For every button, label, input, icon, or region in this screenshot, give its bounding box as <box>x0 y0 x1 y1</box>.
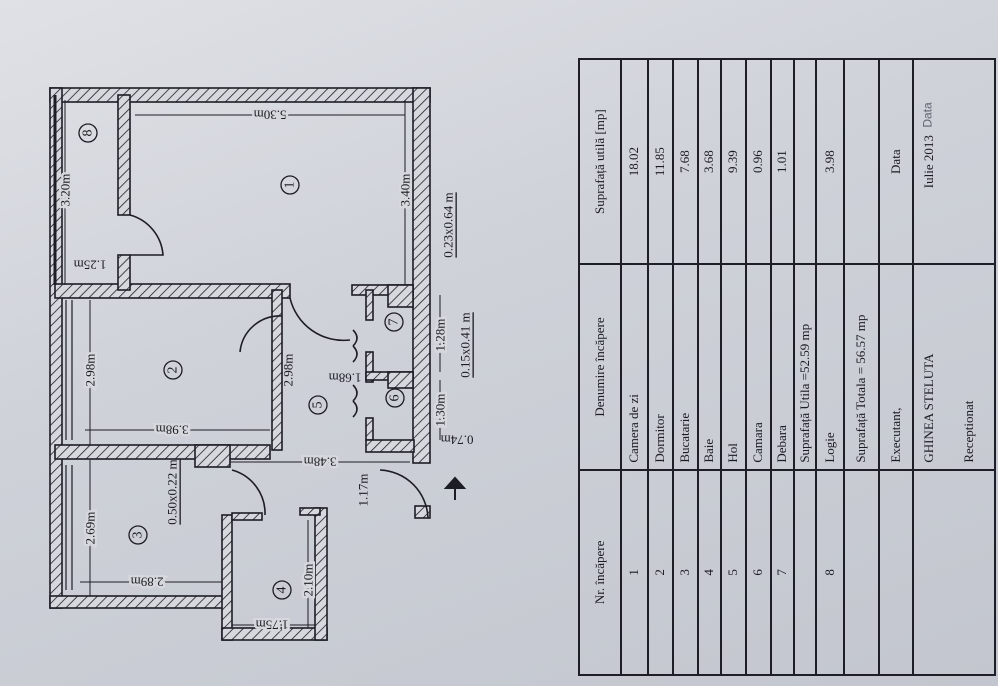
row-nr: 8 <box>816 469 844 675</box>
header-name: Denumire încăpere <box>579 264 621 470</box>
row-nr: 2 <box>648 469 673 675</box>
row-name: Debara <box>771 264 794 470</box>
row-name: Camera de zi <box>621 264 648 470</box>
row-nr <box>844 469 879 675</box>
dim-label: 0.74m <box>441 433 474 448</box>
row-area: 3.68 <box>698 59 721 265</box>
header-nr: Nr. încăpere <box>579 469 621 675</box>
dim-label: 1.75m <box>256 618 289 633</box>
row-area <box>844 59 879 265</box>
room-number-5: 5 <box>311 402 326 409</box>
row-area: 1.01 <box>771 59 794 265</box>
dim-label: 3.20m <box>58 174 73 207</box>
row-name: Hol <box>721 264 746 470</box>
stamp-date-label: Data <box>920 102 935 128</box>
windows <box>53 95 73 590</box>
dim-label: 1.68m <box>329 371 362 386</box>
dim-label: 2.10m <box>301 564 316 597</box>
dim-label: 1.17m <box>356 474 371 507</box>
room-schedule-table: Nr. încăpere Denumire încăpere Suprafață… <box>578 58 995 676</box>
row-area <box>794 59 816 265</box>
room-numbers <box>78 123 405 600</box>
doors <box>129 214 429 519</box>
total-area: Suprafață Totala = 56.57 mp <box>844 264 879 470</box>
row-area: 0.96 <box>746 59 771 265</box>
dim-label: 3.40m <box>398 174 413 207</box>
empty-cell <box>913 469 995 675</box>
room-number-4: 4 <box>275 587 290 594</box>
row-name: Dormitor <box>648 264 673 470</box>
dim-label: 5.30m <box>254 108 287 123</box>
row-nr: 5 <box>721 469 746 675</box>
arrow-up-icon <box>443 476 467 500</box>
executant-name: GHINEA STELUTA <box>921 353 936 463</box>
row-name: Bucatarie <box>673 264 698 470</box>
header-area: Suprafață utilă [mp] <box>579 59 621 265</box>
table-row: Suprafață Totala = 56.57 mp <box>844 59 879 675</box>
room-number-7: 7 <box>387 319 402 326</box>
walls <box>49 87 431 641</box>
dim-label: 2.89m <box>131 575 164 590</box>
signature-cell: GHINEA STELUTA Receptionat <box>913 264 995 470</box>
row-nr: 4 <box>698 469 721 675</box>
row-nr <box>794 469 816 675</box>
dim-label: 2.69m <box>83 512 98 545</box>
row-area: 9.39 <box>721 59 746 265</box>
useful-area-total: Suprafață Utila =52.59 mp <box>794 264 816 470</box>
dim-label: 0.50x0.22 m <box>165 459 180 524</box>
row-area: 18.02 <box>621 59 648 265</box>
row-nr: 3 <box>673 469 698 675</box>
room-number-3: 3 <box>131 532 146 539</box>
empty-cell <box>879 469 913 675</box>
date-value: Iulie 2013 <box>913 59 995 265</box>
dimension-lines <box>64 100 441 628</box>
row-name: Camara <box>746 264 771 470</box>
room-number-8: 8 <box>81 130 96 137</box>
dim-label: 2.98m <box>281 354 296 387</box>
dim-label: 2.98m <box>83 354 98 387</box>
date-label: Data <box>879 59 913 265</box>
row-name: Baie <box>698 264 721 470</box>
receptionat-label: Receptionat <box>961 400 977 463</box>
row-nr: 7 <box>771 469 794 675</box>
dim-label: 1.28m <box>433 319 448 352</box>
row-nr: 6 <box>746 469 771 675</box>
dim-label: 0.15x0.41 m <box>458 312 473 377</box>
room-number-2: 2 <box>166 367 181 374</box>
dim-label: 0.23x0.64 m <box>441 192 456 257</box>
room-number-1: 1 <box>283 182 298 189</box>
dim-label: 3.98m <box>156 423 189 438</box>
row-name: Logie <box>816 264 844 470</box>
executant-label: Executant, <box>879 264 913 470</box>
row-area: 7.68 <box>673 59 698 265</box>
table-row: Suprafață Utila =52.59 mp <box>794 59 816 675</box>
dim-label: 3.48m <box>304 455 337 470</box>
dimension-labels: 5.30m 3.20m 1.25m 3.40m 0.23x0.64 m 2.98… <box>55 105 474 635</box>
room-number-6: 6 <box>388 395 403 402</box>
row-area: 3.98 <box>816 59 844 265</box>
dim-label: 1.30m <box>433 394 448 427</box>
row-area: 11.85 <box>648 59 673 265</box>
row-nr: 1 <box>621 469 648 675</box>
dim-label: 1.25m <box>74 258 107 273</box>
